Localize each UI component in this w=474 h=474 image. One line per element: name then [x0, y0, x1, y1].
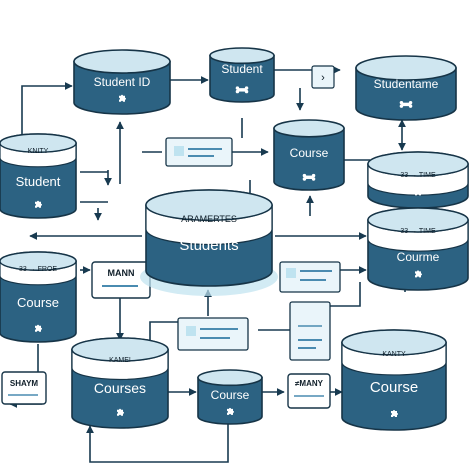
students-table-center: ARAMERTES Students [140, 189, 278, 296]
note-cards: › MANN SHAYM ≠MANY [1, 65, 341, 409]
courme-table-label: Courme [397, 250, 440, 264]
course-table-middle: Course [273, 119, 345, 191]
connector [21, 82, 73, 152]
course-table-right-header-label: KANTY [382, 351, 406, 358]
shaym-card: SHAYM [1, 371, 47, 405]
connector [86, 420, 229, 463]
puzzle-icon [415, 188, 422, 196]
course-table-left-label: Course [17, 295, 59, 310]
connector [149, 321, 178, 340]
note-card [165, 137, 233, 167]
time-table-right: 33 → TIME [367, 151, 469, 209]
courses-table-bottom: KAME! Courses [71, 337, 169, 429]
courses-table-bottom-header-label: KAME! [109, 357, 131, 364]
database-tables: Student IDStudentStudentameKNITYStudentC… [0, 47, 469, 431]
student-table-left: KNITY Student [0, 133, 77, 219]
courme-table-header-label: 33 → TIME [400, 228, 436, 235]
puzzle-icon [415, 270, 422, 278]
course-table-left: 33 → FROE Course [0, 251, 77, 343]
puzzle-icon [391, 410, 398, 418]
student-table-left-header-label: KNITY [28, 148, 49, 155]
student-table-top-label: Student [221, 62, 263, 76]
course-table-small: Course [197, 369, 263, 425]
student-id-table-label: Student ID [94, 75, 151, 89]
note-card [177, 317, 249, 351]
student-table-top: Student [209, 47, 275, 103]
puzzle-icon [227, 407, 234, 415]
puzzle-icon [117, 408, 124, 416]
mann-card-label: MANN [108, 268, 135, 278]
courses-table-bottom-label: Courses [94, 380, 146, 396]
note-card [289, 301, 331, 361]
time-table-right-header-label: 33 → TIME [400, 172, 436, 179]
mann-card: MANN [91, 261, 151, 299]
puzzle-icon [119, 94, 126, 102]
studentame-table: Studentame [355, 55, 457, 121]
studentame-table-label: Studentame [374, 77, 439, 91]
course-table-right: KANTY Course [341, 329, 447, 431]
connector [330, 282, 361, 307]
course-table-middle-label: Course [290, 146, 329, 160]
courme-table: 33 → TIME Courme [367, 207, 469, 291]
course-table-right-label: Course [370, 379, 418, 396]
puzzle-icon [35, 324, 42, 332]
students-table-center-label: Students [179, 237, 238, 254]
shaym-card-label: SHAYM [10, 379, 38, 388]
students-table-center-header-label: ARAMERTES [181, 214, 237, 224]
arrow-chip: › [311, 65, 335, 89]
student-table-left-label: Student [16, 174, 61, 189]
student-id-table: Student ID [73, 49, 171, 115]
course-table-left-header-label: 33 → FROE [19, 266, 57, 273]
many-card: ≠MANY [287, 373, 331, 409]
note-card [279, 261, 341, 293]
puzzle-icon [35, 200, 42, 208]
many-card-label: ≠MANY [295, 379, 324, 388]
arrow-right-icon: › [321, 72, 325, 84]
course-table-small-label: Course [211, 388, 250, 402]
